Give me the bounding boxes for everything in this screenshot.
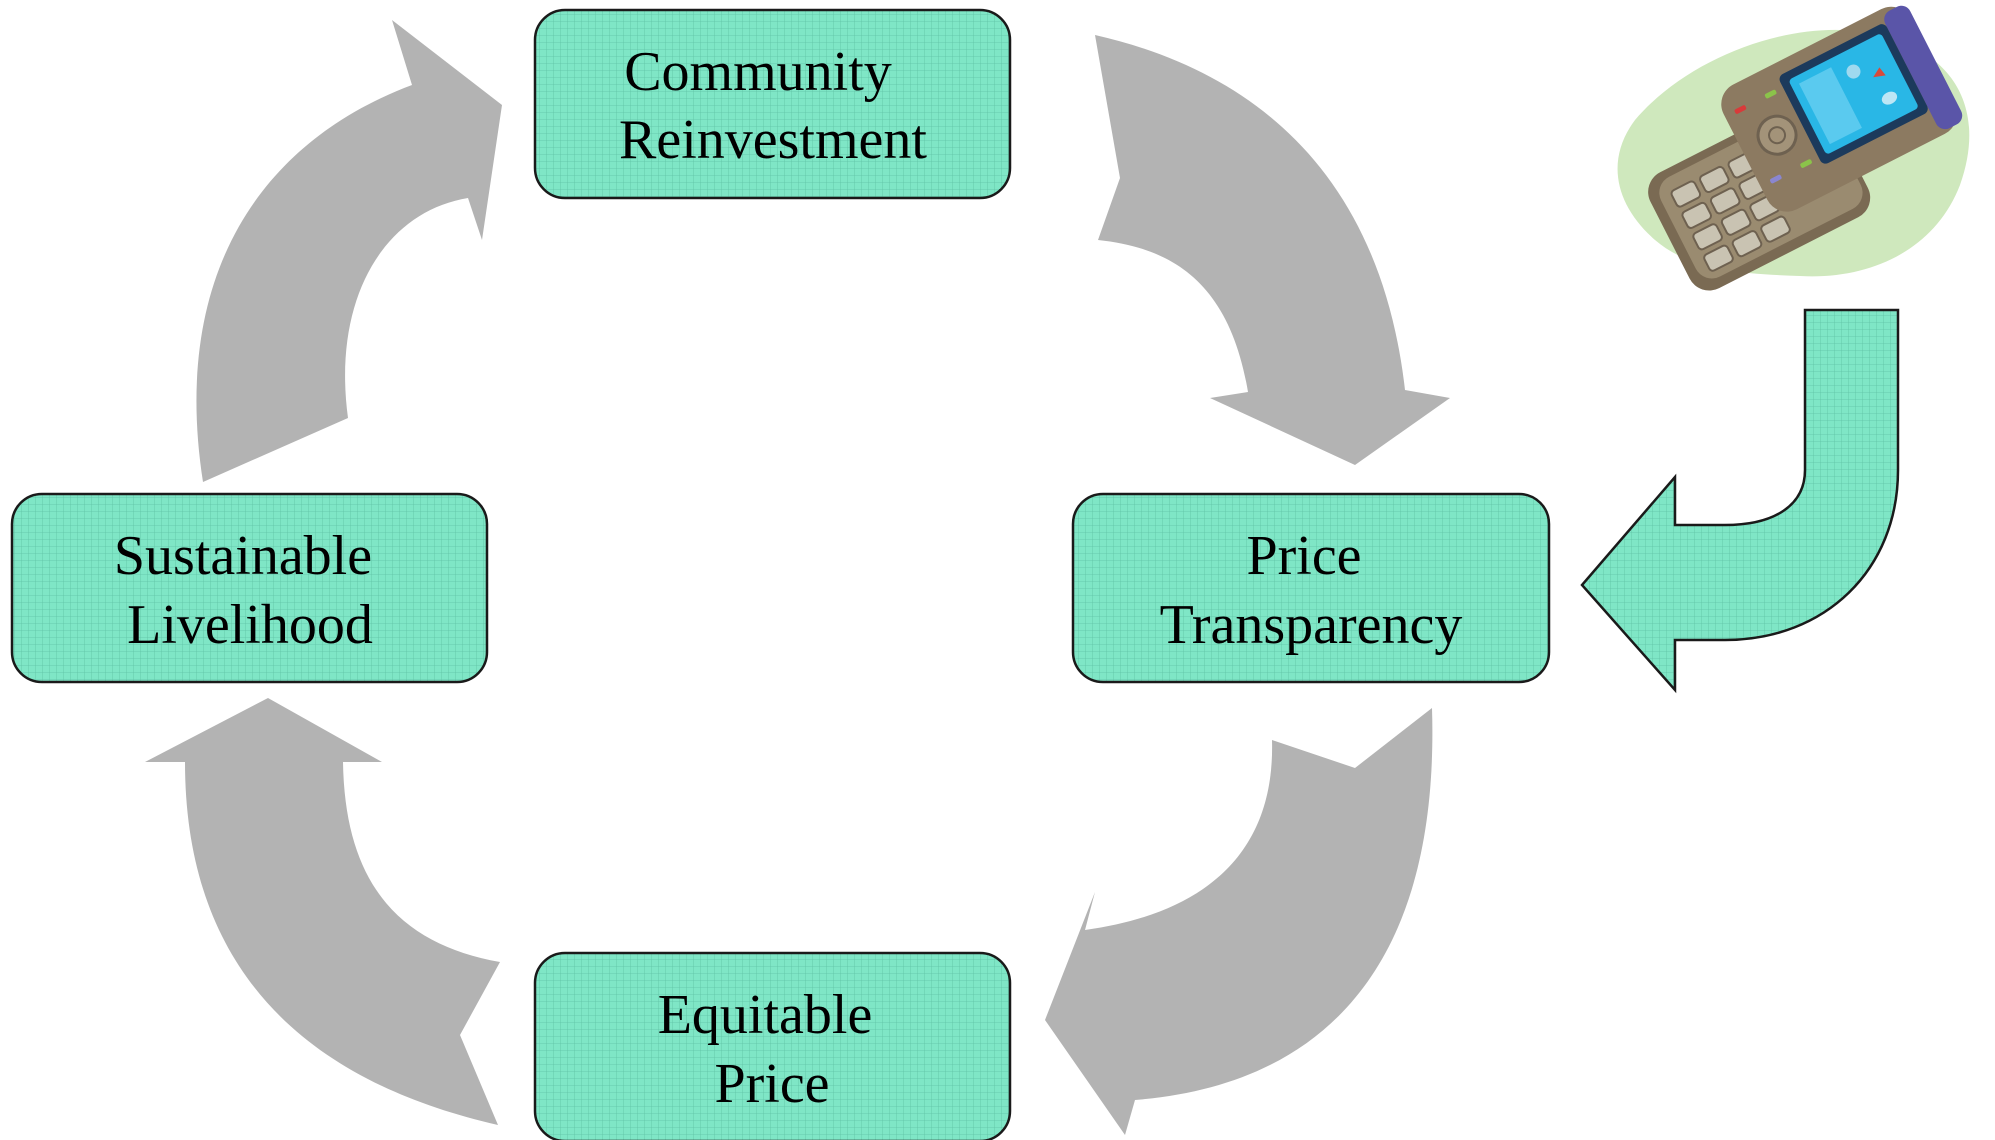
node-equitable-price: Equitable Price — [533, 951, 1012, 1140]
svg-text:Equitable Price: Equitable Price — [658, 984, 887, 1115]
node-sustainable-livelihood-line2: Livelihood — [127, 594, 373, 656]
cycle-arrow-bottom-left — [145, 698, 500, 1125]
cycle-arrow-top-right — [1095, 35, 1450, 465]
node-price-transparency: Price Transparency — [1071, 492, 1551, 684]
bent-arrow-icon — [1580, 308, 1900, 694]
node-equitable-price-line2: Price — [714, 1053, 829, 1115]
node-community-reinvestment: Community Reinvestment — [533, 8, 1012, 200]
svg-text:Price Transparency: Price Transparency — [1160, 525, 1463, 656]
node-equitable-price-line1: Equitable — [658, 984, 873, 1046]
node-sustainable-livelihood: Sustainable Livelihood — [10, 492, 489, 684]
cycle-arrow-bottom-right — [1045, 708, 1433, 1135]
node-community-reinvestment-line1: Community — [624, 41, 892, 103]
node-community-reinvestment-line2: Reinvestment — [619, 109, 927, 171]
node-price-transparency-line2: Transparency — [1160, 594, 1463, 656]
node-sustainable-livelihood-line1: Sustainable — [114, 525, 372, 587]
mobile-phone-icon — [1617, 5, 1970, 291]
node-price-transparency-line1: Price — [1246, 525, 1361, 587]
cycle-arrow-top-left — [196, 20, 502, 482]
svg-text:Community Reinvestment: Community Reinvestment — [619, 41, 927, 171]
svg-text:Sustainable Livelihood: Sustainable Livelihood — [114, 525, 386, 656]
